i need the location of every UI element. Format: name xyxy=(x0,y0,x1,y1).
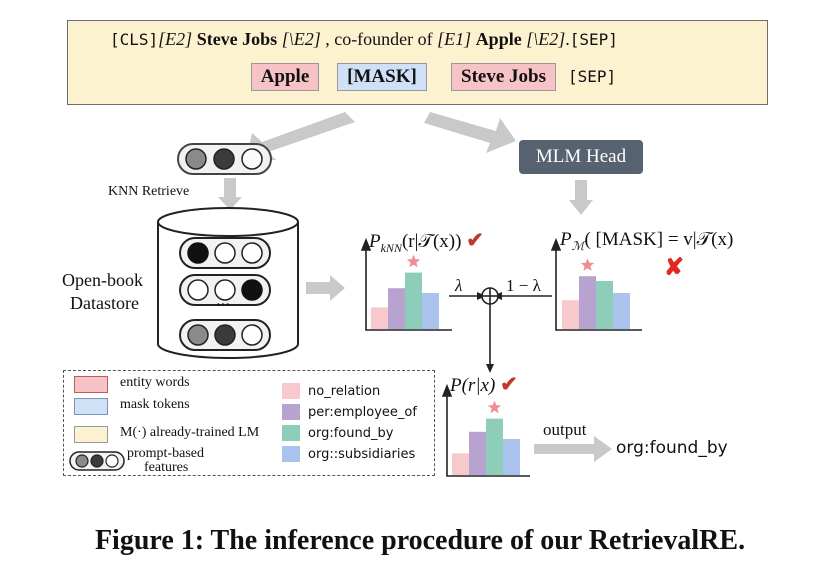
legend-prompt-label-1: prompt-based xyxy=(127,446,204,461)
legend: entity words mask tokens M(·) already-tr… xyxy=(63,370,435,476)
legend-mask-label: mask tokens xyxy=(120,397,190,412)
final-bar-no-relation xyxy=(452,453,469,475)
legend-no-relation-swatch xyxy=(282,383,300,399)
arrow-to-mlm xyxy=(424,112,516,153)
mlm-bars xyxy=(562,258,630,329)
one-minus-lambda-label: 1 − λ xyxy=(506,276,541,295)
knn-chart-title: PkNN(r|𝒯(x)) ✔ xyxy=(369,228,484,255)
prompt-apple-token: Apple xyxy=(251,63,319,91)
e1-end-marker: [\E2] xyxy=(526,29,566,49)
knn-bar-per-employee-of xyxy=(388,288,405,329)
legend-found-by-label: org:found_by xyxy=(308,426,394,441)
arrow-datastore-to-chart xyxy=(306,275,345,301)
cls-token: [CLS] xyxy=(110,30,159,49)
legend-employee-label: per:employee_of xyxy=(308,405,417,420)
final-bar-org-found-by xyxy=(486,418,503,475)
legend-entity-label: entity words xyxy=(120,375,190,390)
sentence-text: , co-founder of xyxy=(325,29,433,49)
datastore-label-line1: Open-book xyxy=(62,270,143,290)
legend-subsidiaries-label: org::subsidiaries xyxy=(308,447,416,462)
mlm-cross-icon: ✘ xyxy=(664,255,685,281)
sep-token: [SEP] xyxy=(569,30,618,49)
legend-prompt-label-2: features xyxy=(144,460,189,475)
figure-caption: Figure 1: The inference procedure of our… xyxy=(94,525,746,556)
legend-found-by-swatch xyxy=(282,425,300,441)
input-sentence: [CLS][E2] Steve Jobs [\E2] , co-founder … xyxy=(110,30,618,48)
output-label: output xyxy=(543,420,587,439)
e2-marker: [E2] xyxy=(158,29,193,49)
knn-retrieve-label: KNN Retrieve xyxy=(108,184,190,199)
arrow-retrieve xyxy=(218,178,242,210)
output-arrow xyxy=(534,436,612,462)
lambda-label: λ xyxy=(455,276,463,295)
final-star-icon xyxy=(487,400,502,414)
final-chart-axes xyxy=(441,383,530,477)
entity-steve-jobs: Steve Jobs xyxy=(196,29,278,49)
knn-bars xyxy=(371,254,439,329)
mlm-head-box: MLM Head xyxy=(519,140,643,174)
legend-mask-swatch xyxy=(74,398,108,415)
arrow-mlm-down xyxy=(569,180,593,215)
input-box: [CLS][E2] Steve Jobs [\E2] , co-founder … xyxy=(67,20,768,105)
mlm-chart-axes xyxy=(550,237,642,331)
datastore-ellipsis: ··· xyxy=(216,298,231,313)
knn-bar-no-relation xyxy=(371,307,388,329)
period: . xyxy=(565,29,570,49)
prompt-mask-token: [MASK] xyxy=(337,63,427,91)
e1-marker: [E1] xyxy=(437,29,472,49)
knn-star-icon xyxy=(406,254,421,268)
knn-chart-axes xyxy=(360,237,452,331)
legend-employee-swatch xyxy=(282,404,300,420)
mlm-chart-title: Pℳ( [MASK] = v|𝒯(x) xyxy=(560,229,734,253)
mlm-bar-per-employee-of xyxy=(579,276,596,329)
mlm-bar-org-subsidiaries xyxy=(613,293,630,329)
knn-bar-org-subsidiaries xyxy=(422,293,439,329)
legend-entity-swatch xyxy=(74,376,108,393)
final-bar-per-employee-of xyxy=(469,431,486,475)
knn-check-icon: ✔ xyxy=(466,228,484,252)
legend-lm-swatch xyxy=(74,426,108,443)
legend-subsidiaries-swatch xyxy=(282,446,300,462)
entity-apple: Apple xyxy=(475,29,522,49)
legend-lm-label: M(·) already-trained LM xyxy=(120,425,260,440)
final-bars xyxy=(452,400,520,475)
output-value: org:found_by xyxy=(616,438,728,458)
final-chart-title: P(r|x) ✔ xyxy=(450,372,518,396)
final-bar-org-subsidiaries xyxy=(503,439,520,475)
legend-no-relation-label: no_relation xyxy=(308,384,381,399)
e2-end-marker: [\E2] xyxy=(281,29,321,49)
mlm-bar-org-found-by xyxy=(596,281,613,329)
prompt-sep-token: [SEP] xyxy=(568,67,617,86)
datastore-label-line2: Datastore xyxy=(70,293,139,313)
mlm-bar-no-relation xyxy=(562,300,579,329)
knn-bar-org-found-by xyxy=(405,272,422,329)
final-check-icon: ✔ xyxy=(500,372,518,396)
prompt-steve-jobs-token: Steve Jobs xyxy=(451,63,556,91)
arrow-to-knn xyxy=(246,112,355,160)
mlm-star-icon xyxy=(580,258,595,271)
